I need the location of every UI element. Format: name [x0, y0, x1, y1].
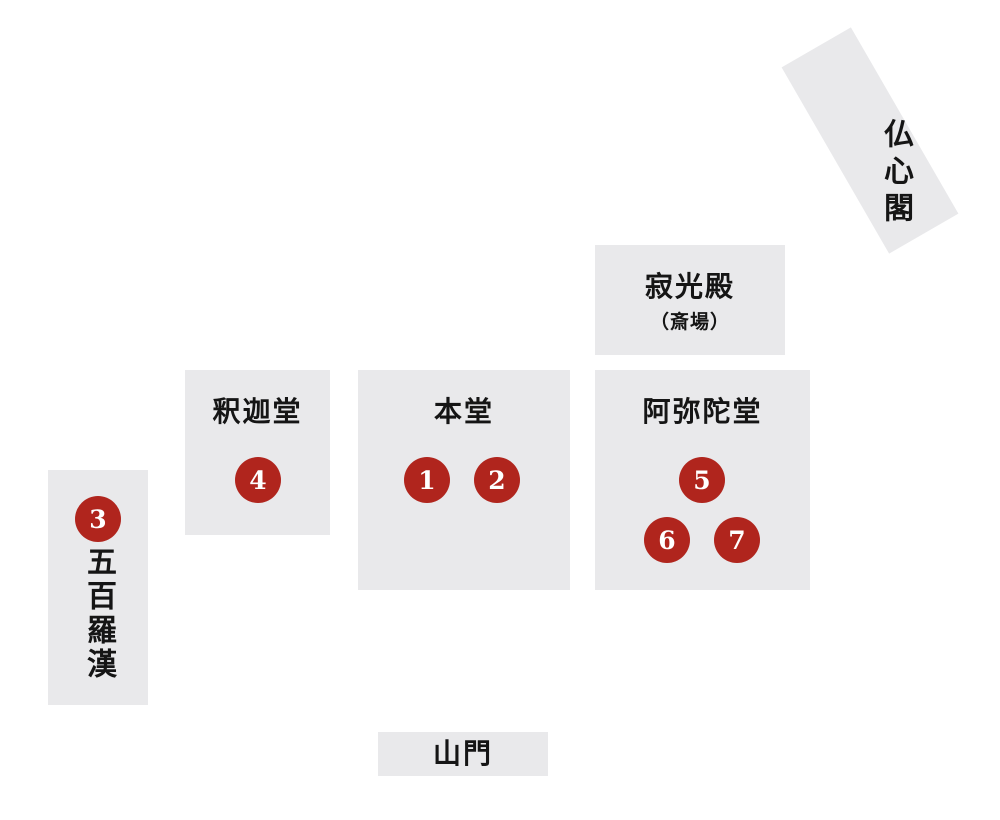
map-marker-2: 2: [474, 457, 520, 503]
building-busshinkaku-label: 仏心閣: [878, 118, 913, 229]
map-marker-6: 6: [644, 517, 690, 563]
building-shakado: 釈迦堂 4: [185, 370, 330, 535]
building-hondo: 本堂 1 2: [358, 370, 570, 590]
building-jakkoden-sublabel: （斎場）: [649, 311, 730, 333]
building-sanmon: 山門: [378, 732, 548, 776]
map-marker-7: 7: [714, 517, 760, 563]
building-gohyakurakan: 3 五百羅漢: [48, 470, 148, 705]
building-gohyakurakan-label: 五百羅漢: [81, 546, 116, 682]
building-amidado-label: 阿弥陀堂: [642, 395, 763, 428]
building-amidado: 阿弥陀堂 5 6 7: [595, 370, 810, 590]
building-hondo-label: 本堂: [433, 395, 494, 428]
map-marker-4: 4: [235, 457, 281, 503]
map-marker-5: 5: [679, 457, 725, 503]
map-marker-3: 3: [75, 496, 121, 542]
building-jakkoden: 寂光殿 （斎場）: [595, 245, 785, 355]
map-marker-1: 1: [404, 457, 450, 503]
building-busshinkaku: [781, 27, 959, 254]
building-sanmon-label: 山門: [432, 737, 493, 770]
building-shakado-label: 釈迦堂: [212, 395, 303, 428]
building-jakkoden-label: 寂光殿: [644, 270, 735, 303]
